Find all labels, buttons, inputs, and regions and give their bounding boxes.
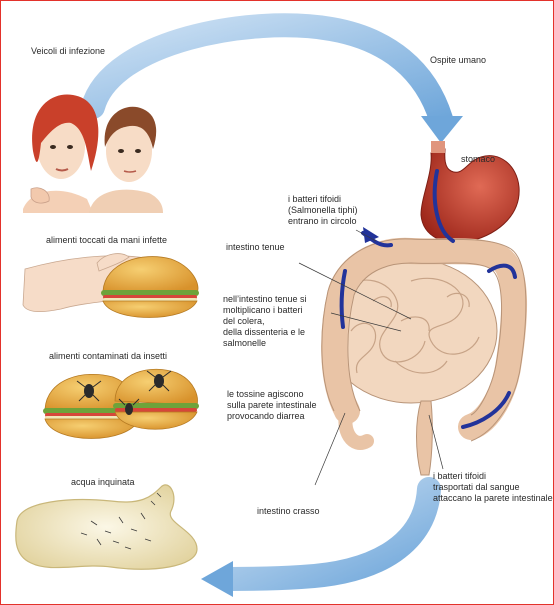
rectum-shape (417, 401, 433, 475)
label-line: sulla parete intestinale (227, 400, 317, 411)
label-tossine: le tossine agiscono sulla parete intesti… (227, 389, 317, 422)
label-stomaco: stomaco (461, 154, 495, 165)
face-icon (23, 94, 163, 213)
label-alimenti-insetti: alimenti contaminati da insetti (49, 351, 167, 362)
label-line: moltiplicano i batteri (223, 305, 307, 316)
label-line: nell’intestino tenue si (223, 294, 307, 305)
label-line: i batteri tifoidi (433, 471, 553, 482)
label-tifoidi-sangue: i batteri tifoidi trasportati dal sangue… (433, 471, 553, 504)
label-line: trasportati dal sangue (433, 482, 553, 493)
label-line: entrano in circolo (288, 216, 358, 227)
water-puddle-icon (16, 485, 197, 569)
label-line: (Salmonella tiphi) (288, 205, 358, 216)
label-line: salmonelle (223, 338, 307, 349)
label-line: i batteri tifoidi (288, 194, 358, 205)
label-veicoli: Veicoli di infezione (31, 46, 105, 57)
label-line: provocando diarrea (227, 411, 317, 422)
label-line: della dissenteria e le (223, 327, 307, 338)
label-intestino-tenue: intestino tenue (226, 242, 285, 253)
label-line: le tossine agiscono (227, 389, 317, 400)
label-ospite: Ospite umano (430, 55, 486, 66)
label-moltiplicano: nell’intestino tenue si moltiplicano i b… (223, 294, 307, 349)
label-alimenti-mani: alimenti toccati da mani infette (46, 235, 167, 246)
label-line: attaccano la parete intestinale (433, 493, 553, 504)
label-tifoidi-circolo: i batteri tifoidi (Salmonella tiphi) ent… (288, 194, 358, 227)
label-acqua: acqua inquinata (71, 477, 135, 488)
label-intestino-crasso: intestino crasso (257, 506, 320, 517)
label-line: del colera, (223, 316, 307, 327)
